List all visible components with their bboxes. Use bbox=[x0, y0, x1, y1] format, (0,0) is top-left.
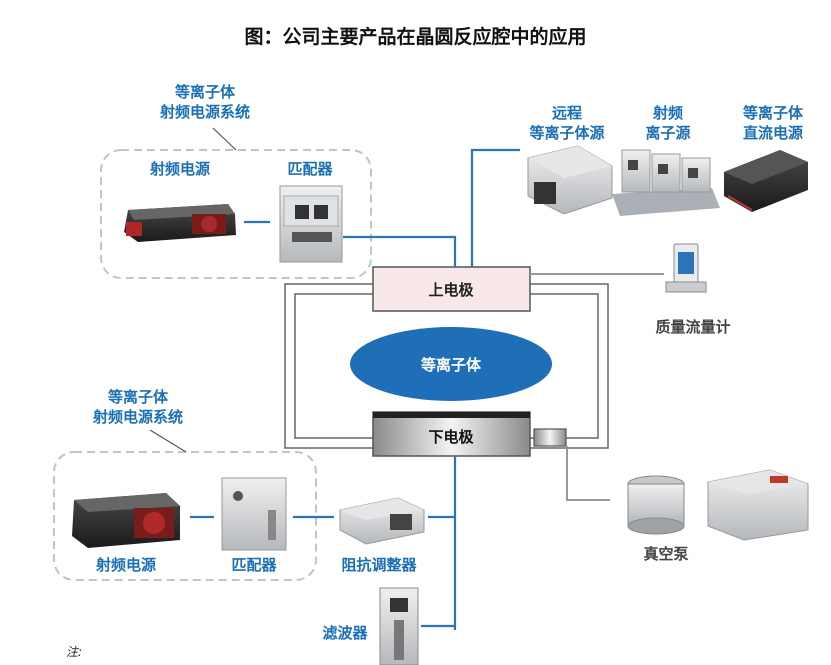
lower-group-label-line2: 射频电源系统 bbox=[92, 408, 183, 426]
connector-lines bbox=[190, 148, 520, 630]
remote-plasma-source-image bbox=[527, 145, 613, 215]
chamber-port bbox=[533, 428, 567, 447]
rf-ion-source-image bbox=[612, 149, 720, 216]
mass-flow-meter-image bbox=[665, 243, 707, 293]
filter-label: 滤波器 bbox=[322, 624, 368, 642]
lower-matcher-image bbox=[221, 477, 287, 551]
lower-rf-power-label: 射频电源 bbox=[95, 556, 156, 574]
remote-plasma-label-line2: 等离子体源 bbox=[529, 124, 604, 142]
filter-image bbox=[379, 587, 419, 665]
plasma-region bbox=[350, 327, 552, 401]
upper-matcher-image bbox=[279, 185, 343, 263]
upper-rf-system-group bbox=[100, 149, 372, 279]
dc-power-image bbox=[724, 150, 808, 212]
remote-plasma-label-line1: 远程 bbox=[552, 104, 582, 122]
dc-power-label-line2: 直流电源 bbox=[743, 124, 803, 142]
mass-flow-meter-label: 质量流量计 bbox=[655, 318, 730, 336]
lower-rf-power-image bbox=[72, 493, 180, 548]
upper-group-label-line1: 等离子体 bbox=[175, 83, 236, 101]
vacuum-pump-label: 真空泵 bbox=[643, 545, 688, 563]
upper-electrode-label: 上电极 bbox=[428, 281, 474, 299]
upper-matcher-label: 匹配器 bbox=[287, 160, 333, 178]
figure-title: 图：公司主要产品在晶圆反应腔中的应用 bbox=[244, 26, 587, 48]
impedance-tuner-image bbox=[339, 497, 425, 545]
lower-electrode-label: 下电极 bbox=[428, 428, 474, 446]
upper-group-label-line2: 射频电源系统 bbox=[159, 103, 250, 121]
dc-power-label-line1: 等离子体 bbox=[743, 104, 804, 122]
lower-group-label-line1: 等离子体 bbox=[108, 388, 169, 406]
vacuum-pump-image bbox=[627, 469, 809, 541]
upper-rf-power-image bbox=[124, 204, 236, 242]
upper-electrode bbox=[372, 266, 531, 312]
footnote: 注: bbox=[66, 645, 83, 659]
impedance-tuner-label: 阻抗调整器 bbox=[341, 556, 417, 574]
upper-rf-power-label: 射频电源 bbox=[149, 160, 210, 178]
rf-ion-source-label-line2: 离子源 bbox=[645, 124, 690, 142]
lower-matcher-label: 匹配器 bbox=[231, 556, 277, 574]
plasma-label: 等离子体 bbox=[421, 356, 482, 374]
rf-ion-source-label-line1: 射频 bbox=[652, 104, 683, 122]
